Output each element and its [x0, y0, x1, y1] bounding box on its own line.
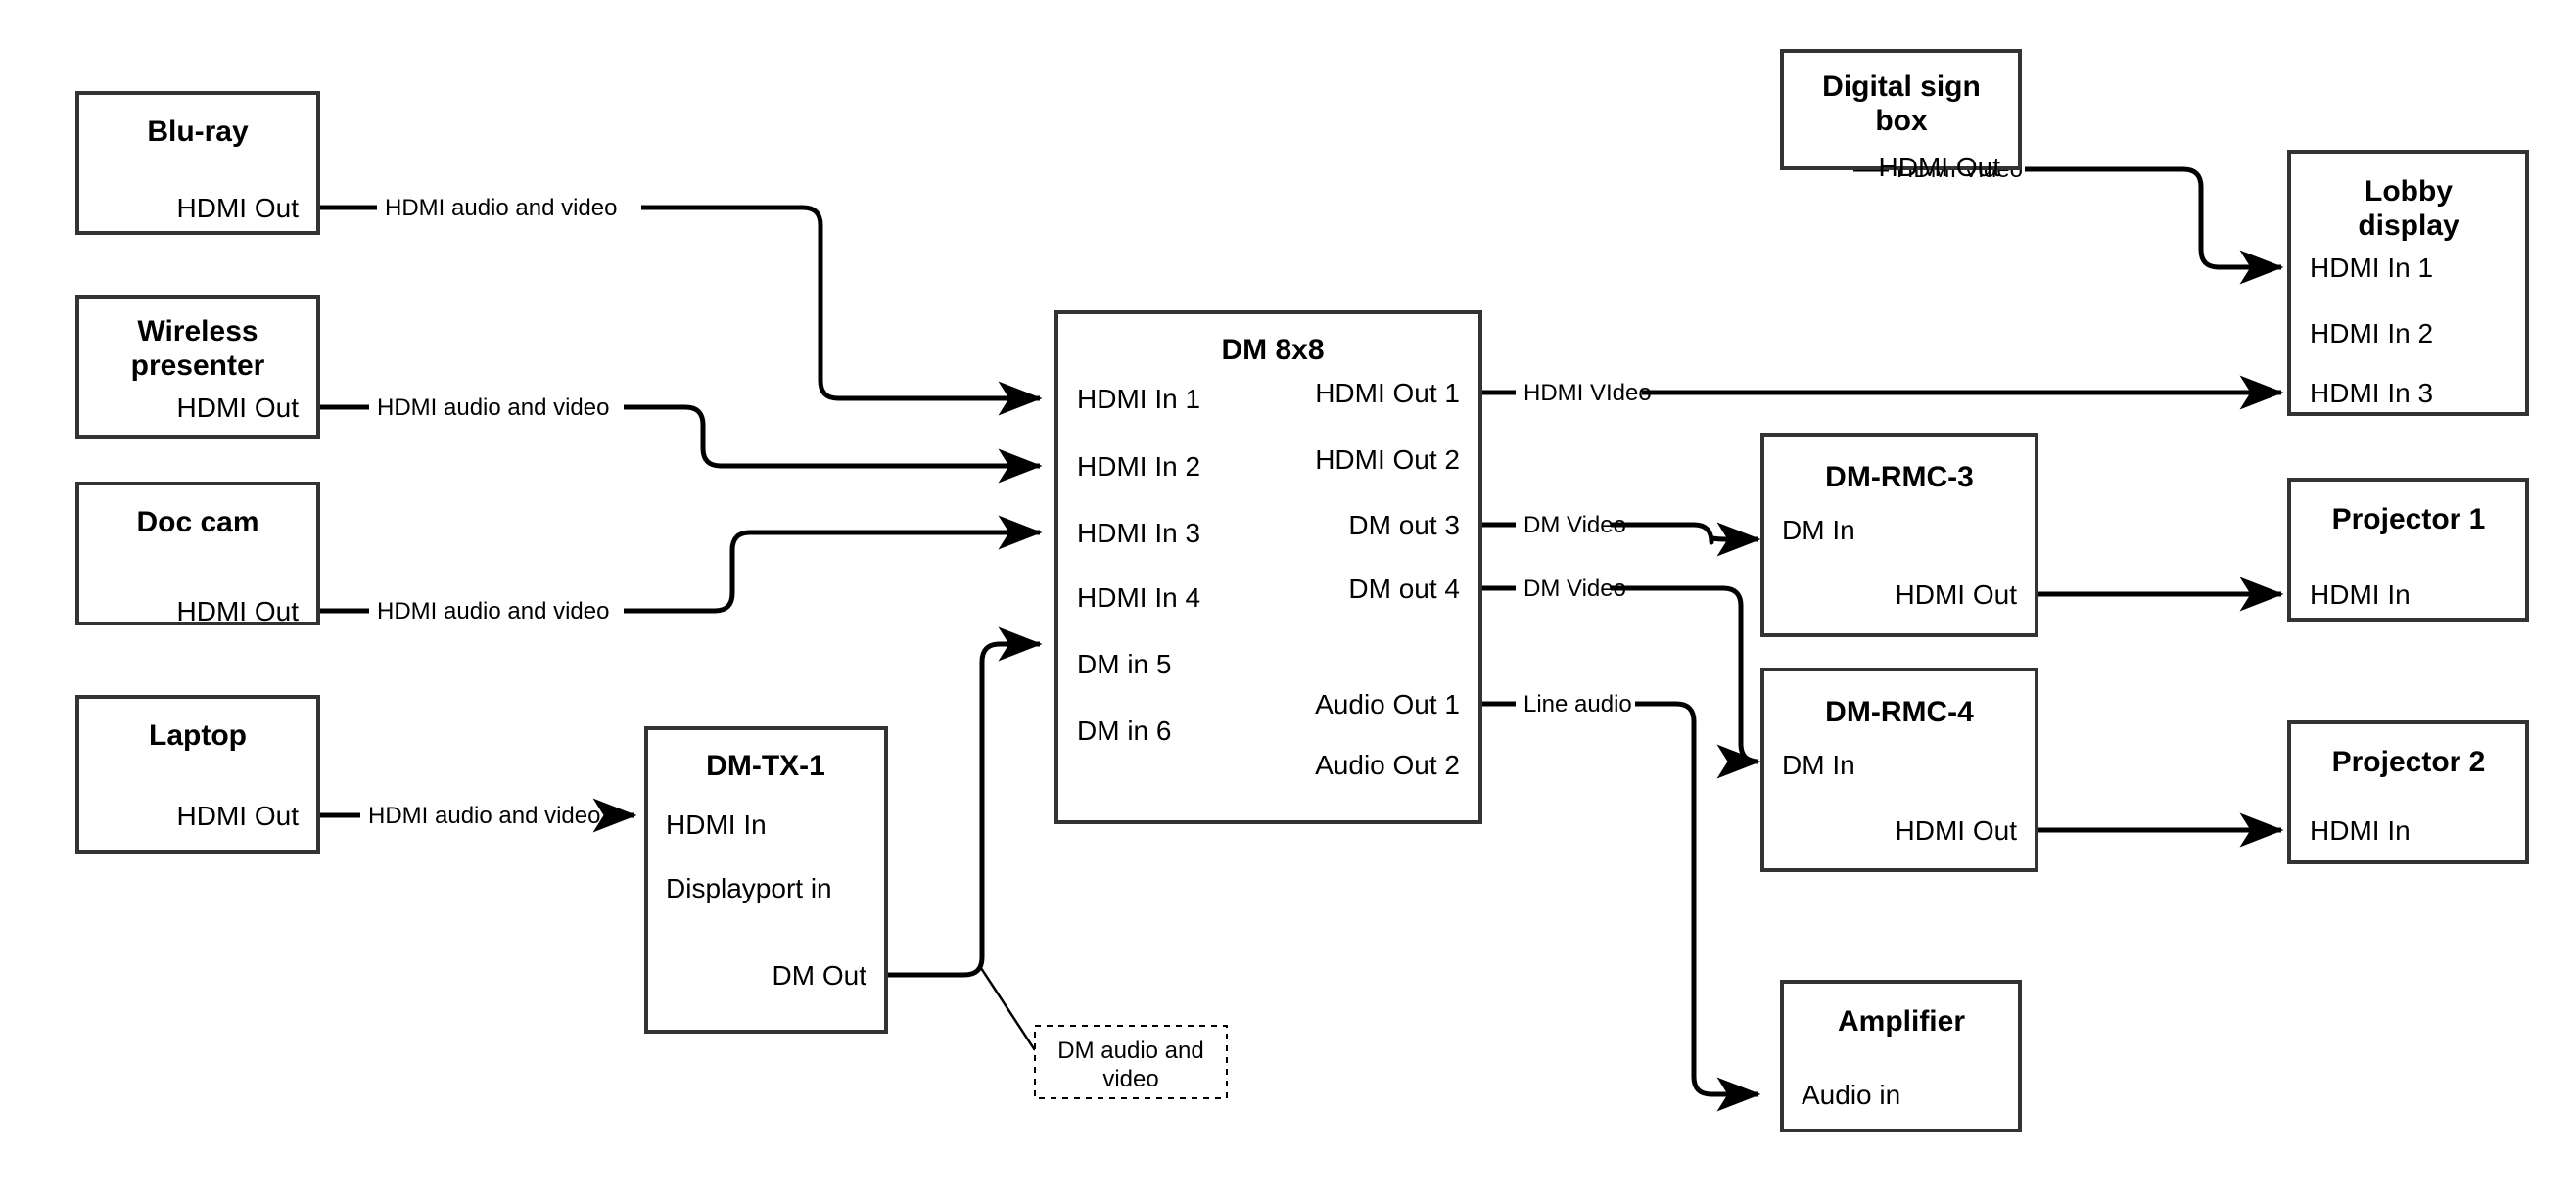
node-dm-rmc-3[interactable]: DM-RMC-3 DM In HDMI Out: [1760, 433, 2038, 637]
node-digital-sign-box-title-line1: Digital sign: [1822, 70, 1981, 103]
node-wireless-presenter-title-line2: presenter: [131, 349, 265, 382]
node-dm-rmc-3-box[interactable]: [1760, 433, 2038, 637]
wire-signbox-to-lobby: [1853, 166, 2281, 267]
node-dm-rmc-4-box[interactable]: [1760, 668, 2038, 872]
node-dm-rmc-4[interactable]: DM-RMC-4 DM In HDMI Out: [1760, 668, 2038, 872]
node-lobby-display-box[interactable]: [2287, 150, 2529, 416]
node-dm-8x8-box[interactable]: [1054, 310, 1482, 824]
node-lobby-display-title-line2: display: [2358, 209, 2459, 242]
wire-bluray-to-dm8x8: [318, 205, 1040, 398]
node-dm-tx-1-port-displayport-in: Displayport in: [666, 873, 832, 903]
node-projector-1-port-hdmi-in: HDMI In: [2310, 579, 2411, 610]
node-dm-8x8-port-hdmi-out-2: HDMI Out 2: [1315, 444, 1460, 475]
edge-label-bluray-to-dm8x8: HDMI audio and video: [385, 195, 617, 221]
node-doc-cam-title: Doc cam: [136, 506, 258, 538]
node-laptop[interactable]: Laptop HDMI Out: [75, 695, 320, 854]
node-bluray[interactable]: Blu-ray HDMI Out: [75, 91, 320, 235]
wire-dm8x8-to-amplifier: [1480, 701, 1758, 1094]
node-dm-tx-1-title: DM-TX-1: [706, 750, 825, 782]
node-amplifier-box[interactable]: [1780, 980, 2022, 1132]
edge-label-doccam-to-dm8x8: HDMI audio and video: [377, 598, 609, 624]
node-dm-8x8-port-hdmi-in-4: HDMI In 4: [1077, 582, 1200, 613]
node-dm-8x8-port-dm-out-4: DM out 4: [1348, 574, 1460, 604]
node-dm-tx-1-port-hdmi-in: HDMI In: [666, 809, 767, 840]
node-wireless-presenter-port-hdmi-out: HDMI Out: [177, 393, 300, 423]
node-dm-tx-1[interactable]: DM-TX-1 HDMI In Displayport in DM Out: [644, 726, 888, 1034]
node-projector-2[interactable]: Projector 2 HDMI In: [2287, 720, 2529, 864]
node-amplifier-port-audio-in: Audio in: [1802, 1080, 1900, 1110]
node-lobby-display-port-hdmi-in-2: HDMI In 2: [2310, 318, 2433, 348]
node-projector-2-title: Projector 2: [2332, 746, 2486, 778]
wire-wireless-to-dm8x8: [318, 404, 1040, 466]
node-dm-rmc-3-port-hdmi-out: HDMI Out: [1896, 579, 2018, 610]
node-dm-8x8-port-hdmi-in-2: HDMI In 2: [1077, 451, 1200, 482]
node-dm-8x8-port-audio-out-2: Audio Out 2: [1315, 750, 1460, 780]
edge-label-dm8x8-to-amplifier: Line audio: [1523, 691, 1632, 717]
node-dm-tx-1-port-dm-out: DM Out: [773, 960, 867, 991]
callout-dm-audio-and-video-line1: DM audio and: [1057, 1038, 1203, 1064]
node-dm-rmc-4-port-dm-in: DM In: [1782, 750, 1855, 780]
node-wireless-presenter-title-line1: Wireless: [137, 315, 258, 347]
node-dm-8x8-port-dm-out-3: DM out 3: [1348, 510, 1460, 540]
node-doc-cam-port-hdmi-out: HDMI Out: [177, 596, 300, 626]
callout-dm-audio-and-video-box: [1034, 1025, 1228, 1099]
node-projector-2-box[interactable]: [2287, 720, 2529, 864]
node-digital-sign-box[interactable]: Digital sign box HDMI Out: [1780, 49, 2022, 182]
wire-dm8x8-to-dmrmc4: [1480, 585, 1758, 762]
node-dm-8x8-port-audio-out-1: Audio Out 1: [1315, 689, 1460, 719]
node-digital-sign-box-box[interactable]: [1780, 49, 2022, 170]
node-dm-rmc-3-title: DM-RMC-3: [1825, 461, 1974, 493]
node-lobby-display-port-hdmi-in-1: HDMI In 1: [2310, 253, 2433, 283]
node-dm-8x8-title: DM 8x8: [1221, 334, 1324, 366]
edge-label-dm8x8-to-dmrmc4: DM Video: [1523, 576, 1626, 602]
node-dm-8x8-port-hdmi-in-1: HDMI In 1: [1077, 384, 1200, 414]
node-projector-1-title: Projector 1: [2332, 503, 2486, 535]
edge-label-laptop-to-dmtx1: HDMI audio and video: [368, 803, 600, 829]
node-bluray-box[interactable]: [75, 91, 320, 235]
node-projector-1[interactable]: Projector 1 HDMI In: [2287, 478, 2529, 622]
callout-leader-line: [977, 964, 1037, 1051]
node-laptop-title: Laptop: [149, 719, 247, 752]
node-doc-cam[interactable]: Doc cam HDMI Out: [75, 482, 320, 626]
node-dm-rmc-4-port-hdmi-out: HDMI Out: [1896, 815, 2018, 846]
node-lobby-display-port-hdmi-in-3: HDMI In 3: [2310, 378, 2433, 408]
wire-dm8x8-to-dmrmc3: [1480, 525, 1758, 542]
node-projector-1-box[interactable]: [2287, 478, 2529, 622]
edge-label-dm8x8-to-dmrmc3: DM Video: [1523, 512, 1626, 538]
node-digital-sign-box-title-line2: box: [1875, 105, 1928, 137]
edge-label-wireless-to-dm8x8: HDMI audio and video: [377, 394, 609, 421]
node-laptop-box[interactable]: [75, 695, 320, 854]
node-dm-8x8[interactable]: DM 8x8 HDMI In 1 HDMI In 2 HDMI In 3 HDM…: [1054, 310, 1482, 824]
node-projector-2-port-hdmi-in: HDMI In: [2310, 815, 2411, 846]
node-amplifier[interactable]: Amplifier Audio in: [1780, 980, 2022, 1132]
node-bluray-title: Blu-ray: [147, 115, 249, 148]
node-dm-8x8-port-dm-in-5: DM in 5: [1077, 649, 1171, 679]
wire-doccam-to-dm8x8: [318, 532, 1040, 614]
node-dm-rmc-4-title: DM-RMC-4: [1825, 696, 1974, 728]
node-dm-tx-1-box[interactable]: [644, 726, 888, 1034]
node-dm-8x8-port-hdmi-in-3: HDMI In 3: [1077, 518, 1200, 548]
wire-dmtx1-to-dm8x8: [886, 626, 1043, 978]
node-lobby-display-title-line1: Lobby: [2365, 175, 2453, 208]
node-digital-sign-box-port-hdmi-out: HDMI Out: [1879, 152, 2001, 182]
node-dm-rmc-3-port-dm-in: DM In: [1782, 515, 1855, 545]
node-doc-cam-box[interactable]: [75, 482, 320, 625]
callout-dm-audio-and-video-line2: video: [1102, 1066, 1158, 1092]
node-wireless-presenter-box[interactable]: [75, 295, 320, 439]
node-lobby-display[interactable]: Lobby display HDMI In 1 HDMI In 2 HDMI I…: [2287, 150, 2529, 416]
edge-label-dm8x8-to-lobby: HDMI VIdeo: [1523, 380, 1652, 406]
node-laptop-port-hdmi-out: HDMI Out: [177, 801, 300, 831]
node-dm-8x8-port-hdmi-out-1: HDMI Out 1: [1315, 378, 1460, 408]
callout-dm-audio-and-video: DM audio and video: [1034, 1025, 1228, 1099]
node-bluray-port-hdmi-out: HDMI Out: [177, 193, 300, 223]
node-dm-8x8-port-dm-in-6: DM in 6: [1077, 716, 1171, 746]
node-wireless-presenter[interactable]: Wireless presenter HDMI Out: [75, 295, 320, 439]
node-amplifier-title: Amplifier: [1838, 1005, 1965, 1038]
